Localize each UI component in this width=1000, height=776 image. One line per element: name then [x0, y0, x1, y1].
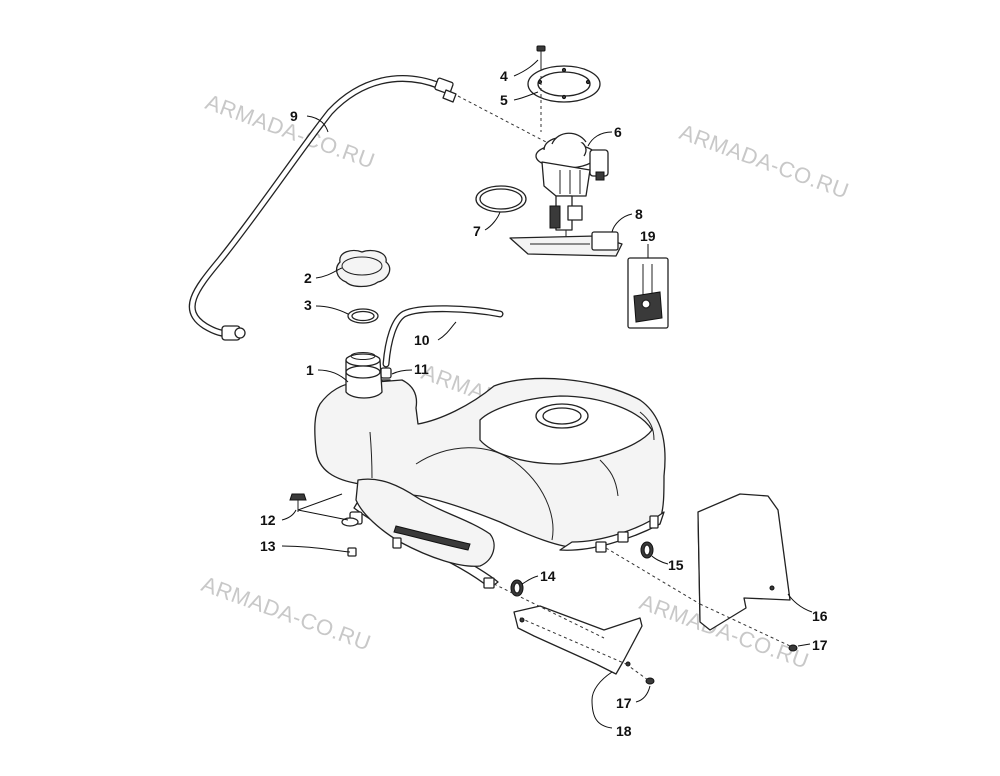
- callout-label: 1: [306, 362, 314, 378]
- callout-label: 14: [540, 568, 556, 584]
- fuel-cap: [335, 249, 391, 288]
- rear-heat-shield: [697, 493, 791, 631]
- callout-label: 16: [812, 608, 828, 624]
- pump-o-ring: [475, 185, 527, 213]
- fuel-pump-screw-and-ring: [527, 45, 601, 132]
- callout-label: 6: [614, 124, 622, 140]
- callout-label: 3: [304, 297, 312, 313]
- callout-label: 11: [414, 361, 429, 377]
- fuel-tank: [314, 352, 666, 589]
- callout-label: 18: [616, 723, 632, 739]
- callout-label: 5: [500, 92, 508, 108]
- callout-label: 9: [290, 108, 298, 124]
- watermark: ARMADA-CO.RU: [676, 119, 852, 203]
- callout-label: 7: [473, 223, 481, 239]
- callout-label: 12: [260, 512, 276, 528]
- fuel-sender-inset: [627, 257, 669, 329]
- cap-seal-ring: [347, 308, 379, 324]
- watermark: ARMADA-CO.RU: [198, 571, 374, 655]
- mounting-bolt-and-nut: [289, 493, 357, 557]
- callout-labels: 1 2 3 4 5 6 7 8 9 10 11 12 13 14 15 16 1…: [260, 68, 828, 739]
- leader-lines: [281, 59, 813, 729]
- callout-label: 13: [260, 538, 276, 554]
- callout-label: 19: [640, 228, 656, 244]
- grommets: [510, 541, 654, 597]
- fuel-pump-assembly: [509, 132, 623, 257]
- callout-label: 8: [635, 206, 643, 222]
- front-heat-shield: [513, 605, 643, 675]
- assembly-lines: [493, 547, 791, 681]
- callout-label: 10: [414, 332, 430, 348]
- assembly-line: [457, 95, 547, 143]
- callout-label: 4: [500, 68, 508, 84]
- callout-label: 2: [304, 270, 312, 286]
- vent-hose: [188, 75, 457, 341]
- callout-label: 17: [616, 695, 632, 711]
- callout-label: 17: [812, 637, 828, 653]
- callout-label: 15: [668, 557, 684, 573]
